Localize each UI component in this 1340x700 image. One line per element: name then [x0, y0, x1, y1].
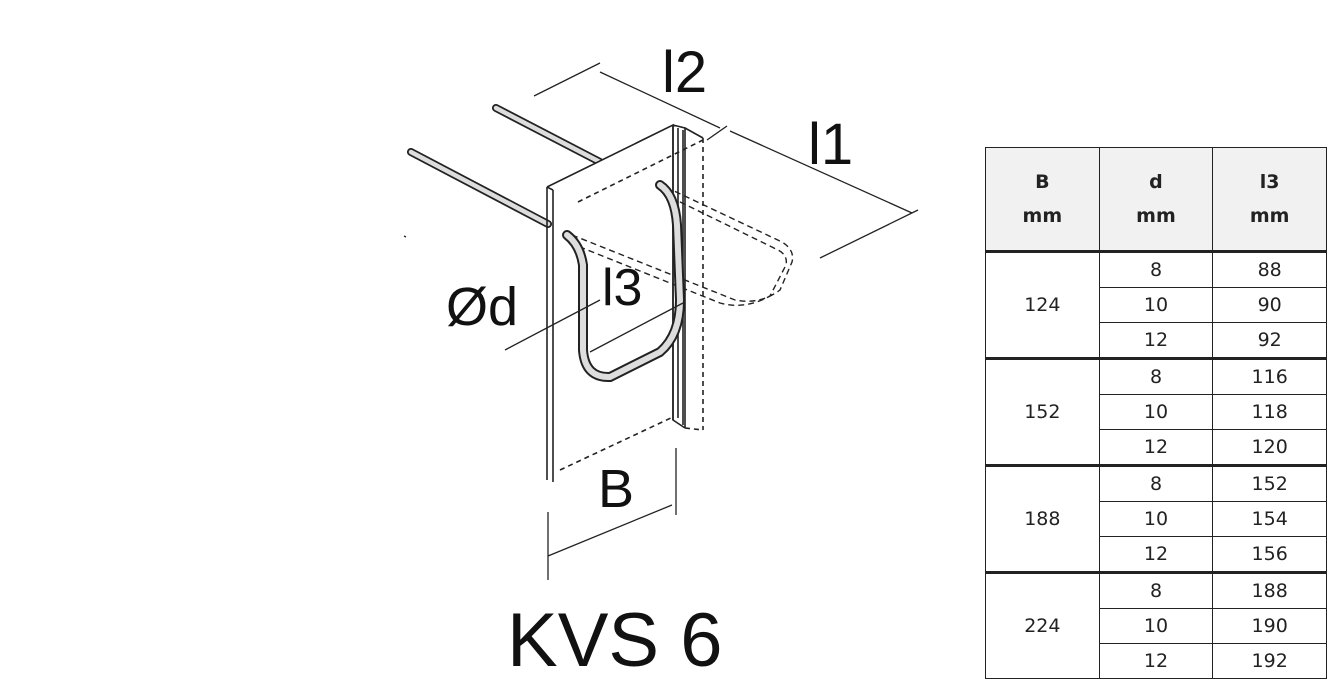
cell-l3: 190 [1212, 608, 1327, 644]
cell-d: 8 [1098, 571, 1214, 609]
drawing-title: KVS 6 [507, 598, 722, 683]
cell-d: 8 [1098, 464, 1214, 502]
cell-d: 8 [1098, 251, 1214, 288]
cell-d: 12 [1098, 429, 1214, 466]
cell-d: 8 [1098, 357, 1214, 395]
cell-B: 224 [985, 571, 1100, 679]
cell-l3: 88 [1212, 251, 1327, 288]
cell-B: 188 [985, 464, 1100, 573]
cell-l3: 192 [1212, 643, 1327, 679]
cell-l3: 188 [1212, 571, 1327, 609]
kvs6-technical-drawing: l2 l1 l3 Ød B KVS 6 [403, 40, 919, 683]
cell-l3: 92 [1212, 322, 1327, 359]
cell-d: 10 [1098, 608, 1214, 644]
cell-d: 12 [1098, 643, 1214, 679]
label-l2: l2 [662, 40, 707, 105]
bracket-body [407, 104, 794, 482]
cell-l3: 120 [1212, 429, 1327, 466]
anchor-rods [407, 104, 604, 228]
cell-l3: 152 [1212, 464, 1327, 502]
label-diameter-d: Ød [446, 277, 518, 337]
label-l3: l3 [602, 259, 642, 317]
dimension-lines [403, 62, 919, 580]
cell-l3: 118 [1212, 394, 1327, 430]
cell-l3: 154 [1212, 501, 1327, 537]
cell-l3: 116 [1212, 357, 1327, 395]
label-B: B [598, 459, 634, 519]
cell-B: 152 [985, 357, 1100, 466]
cell-d: 10 [1098, 287, 1214, 323]
cell-d: 12 [1098, 536, 1214, 573]
cell-d: 10 [1098, 394, 1214, 430]
cell-d: 10 [1098, 501, 1214, 537]
cell-d: 12 [1098, 322, 1214, 359]
cell-l3: 156 [1212, 536, 1327, 573]
label-l1: l1 [808, 112, 853, 177]
cell-B: 124 [985, 251, 1100, 359]
cell-l3: 90 [1212, 287, 1327, 323]
